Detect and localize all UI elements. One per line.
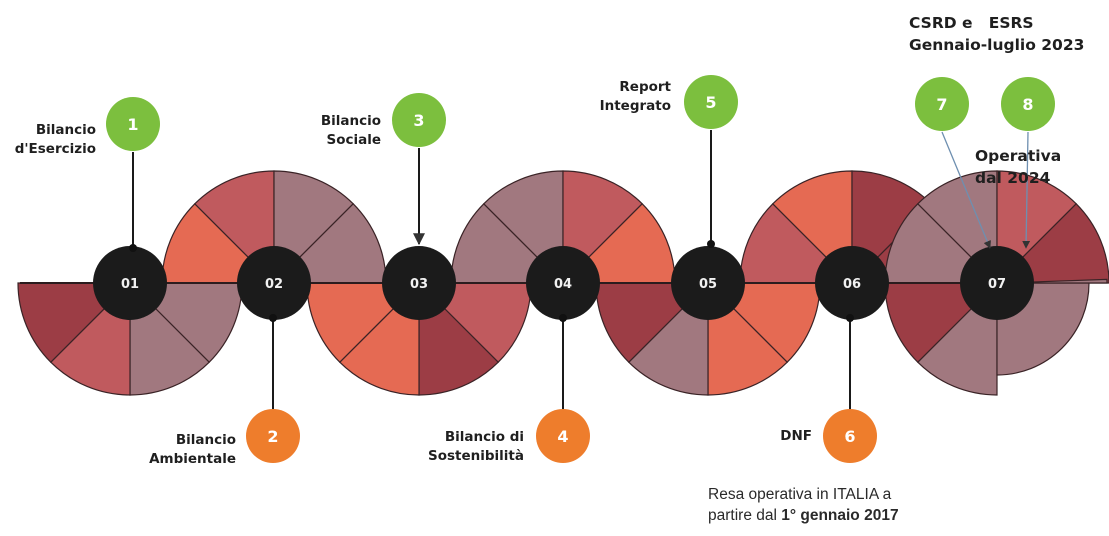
stage-node-3: 03 (382, 246, 456, 320)
connector-dot (707, 240, 715, 248)
marker-number: 8 (1022, 95, 1033, 114)
stage-node-2: 02 (237, 246, 311, 320)
marker-circle (1001, 77, 1055, 131)
connector-dot (269, 314, 277, 322)
marker-6-label: DNF (780, 428, 812, 444)
marker-5-label: Report Integrato (599, 79, 671, 114)
stage-node-4: 04 (526, 246, 600, 320)
operativa-label: Operativa dal 2024 (975, 147, 1062, 187)
marker-number: 6 (844, 427, 855, 446)
marker-1-label: Bilancio d'Esercizio (14, 122, 96, 157)
marker-3: 3 (392, 93, 446, 246)
marker-7: 7 (915, 77, 991, 249)
marker-6: 6 (823, 314, 877, 463)
marker-2: 2 (246, 314, 300, 463)
marker-3-label: Bilancio Sociale (320, 113, 381, 148)
marker-circle (246, 409, 300, 463)
marker-8: 8 (1001, 77, 1055, 249)
marker-circle (823, 409, 877, 463)
stage-number: 02 (265, 277, 283, 292)
marker-number: 7 (936, 95, 947, 114)
marker-number: 1 (127, 115, 138, 134)
marker-number: 4 (557, 427, 568, 446)
csrd-esrs-label: CSRD e ESRS Gennaio-luglio 2023 (909, 14, 1085, 54)
marker-5: 5 (684, 75, 738, 248)
marker-number: 3 (413, 111, 424, 130)
stage-node-5: 05 (671, 246, 745, 320)
marker-2-label: Bilancio Ambientale (149, 432, 236, 467)
stage-number: 07 (988, 277, 1006, 292)
marker-connector (941, 131, 991, 249)
connector-dot (846, 314, 854, 322)
dnf-note: Resa operativa in ITALIA a partire dal 1… (708, 486, 899, 524)
marker-1: 1 (106, 97, 160, 252)
marker-connector (1022, 131, 1031, 249)
stage-number: 05 (699, 277, 717, 292)
marker-number: 5 (705, 93, 716, 112)
marker-4-label: Bilancio di Sostenibilità (428, 429, 524, 464)
stage-number: 06 (843, 277, 861, 292)
marker-circle (392, 93, 446, 147)
connector-dot (129, 244, 137, 252)
connector-dot (559, 314, 567, 322)
marker-4: 4 (536, 314, 590, 463)
marker-circle (536, 409, 590, 463)
stage-number: 04 (554, 277, 572, 292)
marker-circle (684, 75, 738, 129)
stage-number: 03 (410, 277, 428, 292)
stage-number: 01 (121, 277, 139, 292)
marker-circle (915, 77, 969, 131)
marker-number: 2 (267, 427, 278, 446)
stage-node-1: 01 (93, 246, 167, 320)
marker-circle (106, 97, 160, 151)
stage-node-7: 07 (960, 246, 1034, 320)
stage-node-6: 06 (815, 246, 889, 320)
